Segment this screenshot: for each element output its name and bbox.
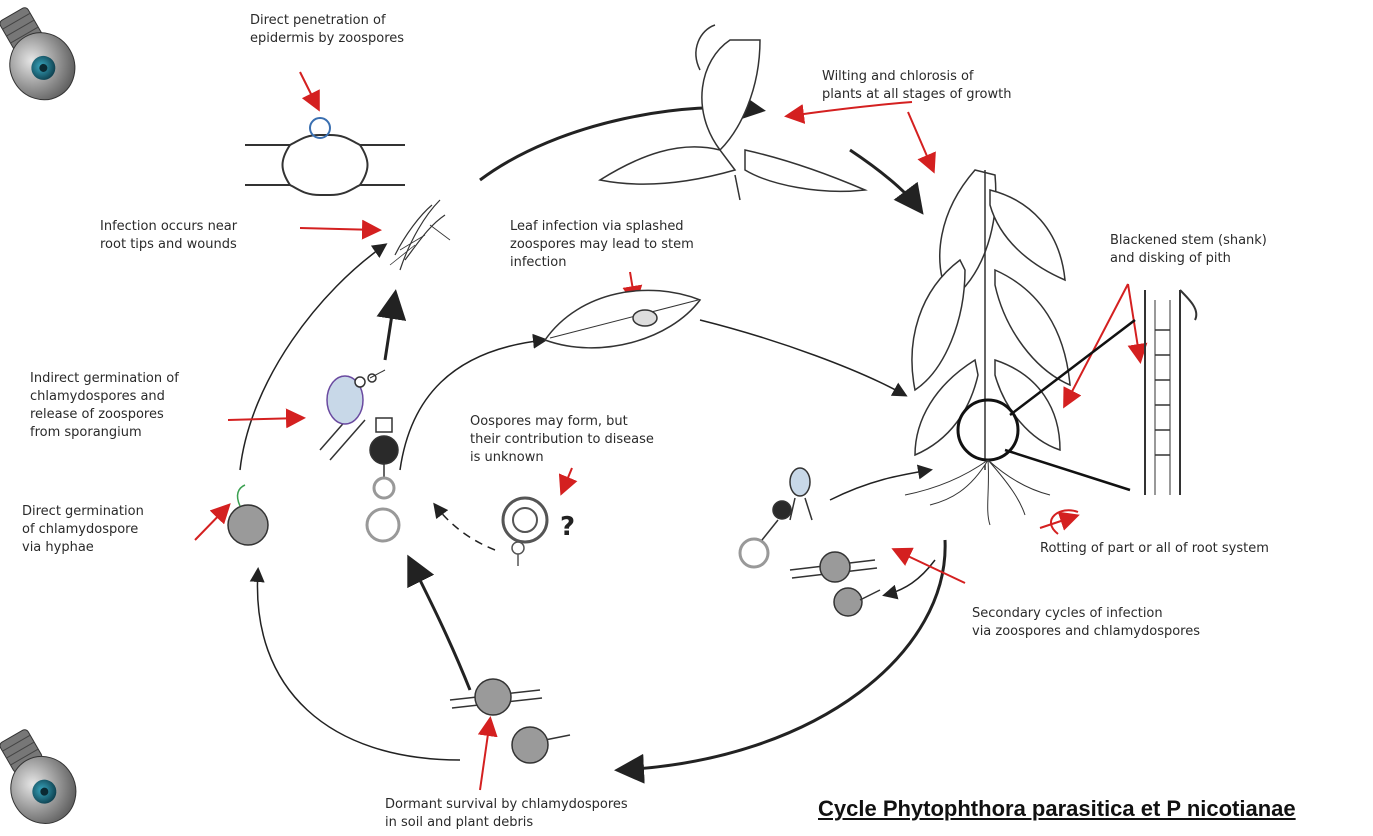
stem-section [1145, 290, 1196, 495]
direct-germination-spore [228, 485, 268, 545]
inner-arrow-dashed [435, 505, 495, 550]
arrow-sporangium-to-root [385, 295, 395, 360]
label-infection-root-tips: Infection occurs near root tips and woun… [100, 218, 237, 254]
label-direct-penetration: Direct penetration of epidermis by zoosp… [250, 12, 404, 48]
cycle-arrow-left [240, 245, 385, 470]
label-oospores: Oospores may form, but their contributio… [470, 413, 654, 467]
oospore [503, 498, 547, 566]
label-secondary-cycles: Secondary cycles of infection via zoospo… [972, 605, 1200, 641]
inner-arrow-leaf-to-plant [700, 320, 905, 395]
label-wilting: Wilting and chlorosis of plants at all s… [822, 68, 1011, 104]
root-tip [390, 200, 450, 270]
label-rotting: Rotting of part or all of root system [1040, 540, 1269, 558]
wilting-plant-top [600, 25, 865, 200]
arrow-secondary [830, 470, 930, 500]
infected-leaf [545, 290, 700, 348]
label-dormant-survival: Dormant survival by chlamydospores in so… [385, 796, 628, 832]
speaker-icon [0, 0, 96, 112]
label-direct-germination: Direct germination of chlamydospore via … [22, 503, 144, 557]
inner-arrow-up [410, 560, 470, 690]
cycle-arrow-right [620, 540, 945, 770]
dormant-chlamydospores [450, 679, 570, 763]
chlamydospore-chain [367, 418, 399, 541]
label-indirect-germination: Indirect germination of chlamydospores a… [30, 370, 179, 442]
tobacco-plant [905, 170, 1135, 525]
epidermis-cells [245, 118, 405, 195]
secondary-spores [740, 468, 880, 616]
label-blackened-stem: Blackened stem (shank) and disking of pi… [1110, 232, 1267, 268]
cycle-arrow-plant-to-plant [850, 150, 920, 210]
speaker-icon [0, 720, 96, 836]
question-mark: ? [560, 512, 575, 542]
label-leaf-infection: Leaf infection via splashed zoospores ma… [510, 218, 694, 272]
diagram-caption: Cycle Phytophthora parasitica et P nicot… [818, 796, 1296, 822]
